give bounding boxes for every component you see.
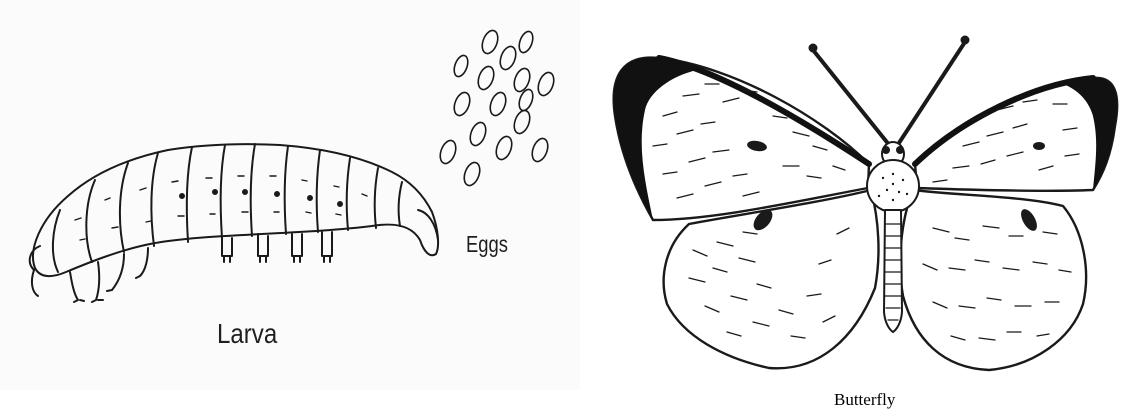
eggs-label: Eggs <box>466 231 508 258</box>
butterfly-label: Butterfly <box>834 390 895 410</box>
eggs-illustration <box>437 28 556 187</box>
butterfly-panel <box>593 6 1131 390</box>
larva-eggs-panel: Larva Eggs <box>0 0 580 390</box>
larva-illustration <box>30 144 438 302</box>
butterfly-illustration <box>614 36 1118 370</box>
larva-label: Larva <box>217 318 277 350</box>
